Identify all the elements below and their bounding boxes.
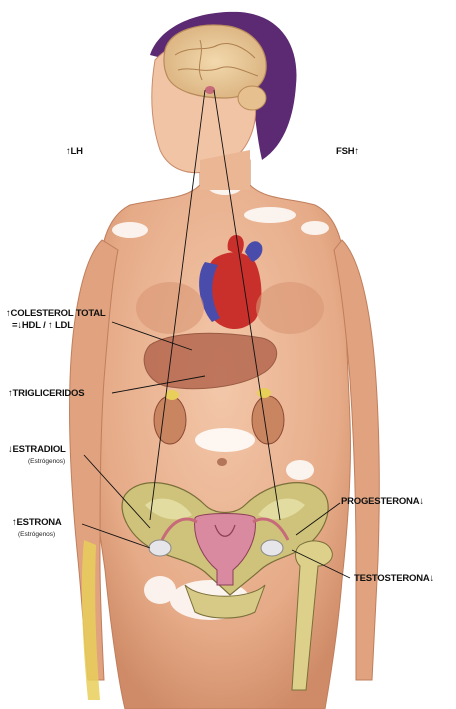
fsh-label: FSH↑ xyxy=(336,146,359,157)
estrona-sublabel: (Estrógenos) xyxy=(18,531,55,538)
testosterona-label: TESTOSTERONA↓ xyxy=(354,573,434,584)
left-adrenal xyxy=(165,390,179,400)
navel xyxy=(217,458,227,466)
left-kidney xyxy=(154,396,186,444)
right-adrenal xyxy=(257,388,271,398)
left-ovary xyxy=(149,540,171,556)
estradiol-label: ↓ESTRADIOL xyxy=(8,444,66,455)
estrona-label: ↑ESTRONA xyxy=(12,517,62,528)
pituitary xyxy=(205,86,215,94)
body-silhouette xyxy=(69,160,379,709)
head xyxy=(150,12,297,190)
right-kidney xyxy=(252,396,284,444)
colesterol-label: ↑COLESTEROL TOTAL xyxy=(6,308,106,319)
hdl-ldl-label: =↓HDL / ↑ LDL xyxy=(12,320,73,331)
cerebellum xyxy=(238,86,266,110)
lh-label: ↑LH xyxy=(66,146,83,157)
estradiol-sublabel: (Estrógenos) xyxy=(28,458,65,465)
trigliceridos-label: ↑TRIGLICERIDOS xyxy=(8,388,84,399)
progesterona-label: PROGESTERONA↓ xyxy=(341,496,424,507)
right-ovary xyxy=(261,540,283,556)
